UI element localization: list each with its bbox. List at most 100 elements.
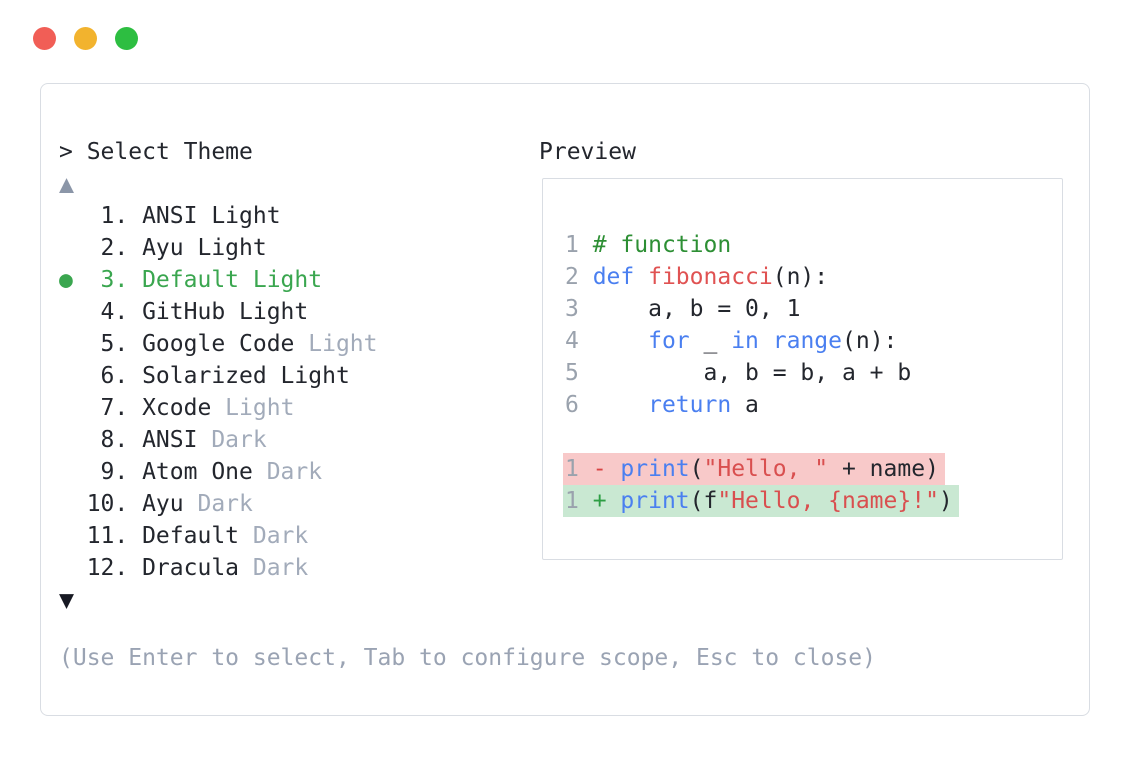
theme-variant: Light [211, 395, 295, 421]
window-controls [33, 27, 138, 50]
theme-item-8[interactable]: 8. ANSI Dark [59, 424, 876, 456]
theme-item-2[interactable]: 2. Ayu Light [59, 232, 876, 264]
preview-title: Preview [539, 139, 636, 165]
page-title: Select Theme [86, 139, 253, 165]
code-line: 1 - print("Hello, " + name) [563, 453, 1062, 485]
code-token: - [592, 456, 621, 482]
theme-number: 2. [86, 235, 143, 261]
code-token: + name) [828, 456, 939, 482]
code-line-content: 1 # function [565, 229, 731, 261]
theme-item-1[interactable]: 1. ANSI Light [59, 200, 876, 232]
theme-variant: Dark [197, 427, 267, 453]
code-token: ( [689, 456, 704, 482]
close-button[interactable] [33, 27, 56, 50]
code-token: for [648, 328, 690, 354]
code-token [593, 392, 648, 418]
theme-variant: Dark [183, 491, 253, 517]
code-token: ) [938, 488, 953, 514]
theme-number: 5. [86, 331, 143, 357]
theme-number: 8. [86, 427, 143, 453]
theme-item-6[interactable]: 6. Solarized Light [59, 360, 876, 392]
theme-name: Xcode [142, 395, 212, 421]
theme-item-12[interactable]: 12. Dracula Dark [59, 552, 876, 584]
code-line-content: 4 for _ in range(n): [565, 325, 897, 357]
code-line-content: 1 - print("Hello, " + name) [563, 453, 945, 485]
code-token: fibonacci [648, 264, 773, 290]
code-token: + [592, 488, 621, 514]
theme-number: 6. [86, 363, 143, 389]
theme-name: Google Code [142, 331, 295, 357]
theme-number: 10. [86, 491, 143, 517]
help-text: (Use Enter to select, Tab to configure s… [59, 645, 876, 671]
prompt-caret: > [59, 139, 87, 165]
theme-selector: > Select Theme ▲ 1. ANSI Light 2. Ayu Li… [59, 136, 876, 674]
code-token: 1 [565, 232, 593, 258]
code-token: 1 [565, 456, 593, 482]
code-token [593, 328, 648, 354]
minimize-button[interactable] [74, 27, 97, 50]
code-line-content: 1 + print(f"Hello, {name}!") [563, 485, 959, 517]
code-line-content: 6 return a [565, 389, 759, 421]
code-token: "Hello, {name}!" [717, 488, 939, 514]
code-line [565, 421, 1062, 453]
code-token: print [620, 456, 690, 482]
code-token: "Hello, " [703, 456, 829, 482]
theme-name: GitHub [142, 299, 226, 325]
theme-variant: Light [225, 299, 309, 325]
theme-number: 11. [86, 523, 143, 549]
code-line: 1 + print(f"Hello, {name}!") [563, 485, 1062, 517]
code-line-content: 3 a, b = 0, 1 [565, 293, 800, 325]
code-line-content [565, 421, 579, 453]
code-token: 3 [565, 296, 593, 322]
theme-variant: Dark [239, 555, 309, 581]
theme-name: ANSI [142, 203, 198, 229]
theme-item-4[interactable]: 4. GitHub Light [59, 296, 876, 328]
theme-variant: Light [294, 331, 378, 357]
theme-name: Dracula [142, 555, 240, 581]
selected-indicator: ● [59, 267, 73, 293]
theme-item-10[interactable]: 10. Ayu Dark [59, 488, 876, 520]
scroll-up-icon[interactable]: ▲ [59, 169, 75, 198]
code-line: 6 return a [565, 389, 1062, 421]
theme-list: 1. ANSI Light 2. Ayu Light● 3. Default L… [59, 200, 876, 584]
code-token: (n): [842, 328, 898, 354]
code-token: (f [689, 488, 718, 514]
theme-selector-panel: > Select Theme ▲ 1. ANSI Light 2. Ayu Li… [40, 83, 1090, 716]
theme-variant: Dark [239, 523, 309, 549]
zoom-button[interactable] [115, 27, 138, 50]
code-line: 2 def fibonacci(n): [565, 261, 1062, 293]
theme-item-7[interactable]: 7. Xcode Light [59, 392, 876, 424]
code-line: 3 a, b = 0, 1 [565, 293, 1062, 325]
theme-name: Default [142, 523, 240, 549]
theme-variant: Light [197, 203, 281, 229]
code-token: _ [689, 328, 732, 354]
theme-number: 12. [86, 555, 143, 581]
theme-number: 4. [86, 299, 143, 325]
code-line: 1 # function [565, 229, 1062, 261]
theme-item-3[interactable]: ● 3. Default Light [59, 264, 876, 296]
theme-number: 3. [86, 267, 143, 293]
theme-variant: Light [266, 363, 350, 389]
theme-variant: Dark [252, 459, 323, 485]
theme-name: Solarized [142, 363, 267, 389]
theme-item-9[interactable]: 9. Atom One Dark [59, 456, 876, 488]
code-line-content: 2 def fibonacci(n): [565, 261, 828, 293]
scroll-down-icon[interactable]: ▼ [59, 585, 75, 614]
code-line: 4 for _ in range(n): [565, 325, 1062, 357]
code-token: a [731, 392, 759, 418]
code-token [634, 264, 648, 290]
code-token: a, b = b, a + b [592, 360, 912, 386]
code-token: in [731, 328, 759, 354]
theme-item-5[interactable]: 5. Google Code Light [59, 328, 876, 360]
code-line-content: 5 a, b = b, a + b [565, 357, 911, 389]
code-token: (n): [772, 264, 829, 290]
code-token: def [592, 264, 635, 290]
code-token: # function [592, 232, 732, 258]
code-token: print [620, 488, 690, 514]
code-token: 2 [565, 264, 593, 290]
theme-item-11[interactable]: 11. Default Dark [59, 520, 876, 552]
theme-name: Atom One [142, 459, 253, 485]
code-token: 1 [565, 488, 593, 514]
prompt-line: > Select Theme [59, 136, 876, 168]
theme-name: ANSI [142, 427, 198, 453]
